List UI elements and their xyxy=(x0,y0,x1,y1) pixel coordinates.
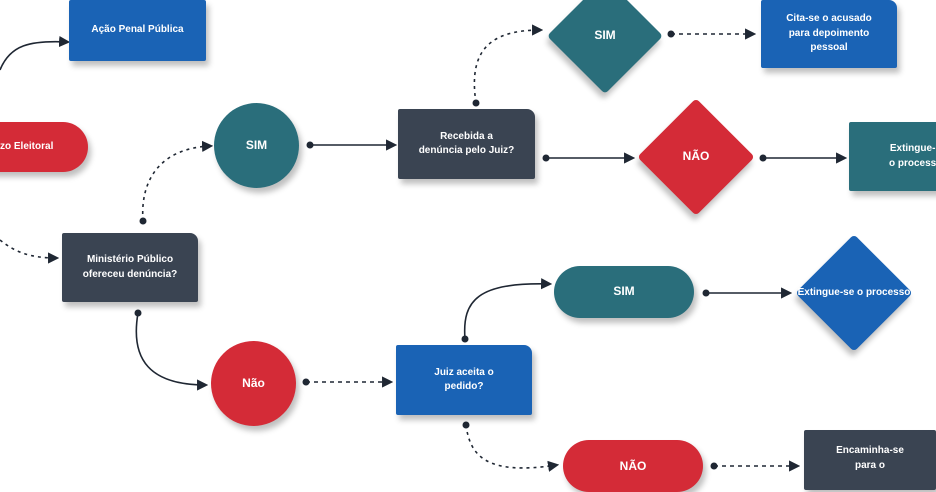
node-nao-1: Não xyxy=(211,341,296,426)
link-juiz-aceita-to-nao3 xyxy=(465,424,560,472)
node-nao-3: NÃO xyxy=(563,440,703,492)
link-top-left-to-acao xyxy=(0,35,71,71)
node-cita-se-acusado: Cita-se o acusado para depoimento pessoa… xyxy=(761,0,897,68)
node-juizo-eleitoral: zo Eleitoral xyxy=(0,122,88,172)
link-ministerio-to-sim1 xyxy=(141,140,214,222)
link-juiz-aceita-to-sim3 xyxy=(463,278,553,340)
link-recebida-to-sim2 xyxy=(473,24,544,104)
connector-layer xyxy=(0,24,848,472)
node-sim-2: SIM xyxy=(547,0,663,94)
node-recebida-denuncia: Recebida a denúncia pelo Juiz? xyxy=(398,109,535,179)
node-acao-penal-publica: Ação Penal Pública xyxy=(69,0,206,61)
node-juiz-aceita-pedido: Juiz aceita o pedido? xyxy=(396,345,532,415)
node-encaminha-se: Encaminha-se para o xyxy=(804,430,936,490)
link-left-to-ministerio xyxy=(0,239,60,264)
node-sim-3: SIM xyxy=(554,266,694,318)
node-nao-2: NÃO xyxy=(637,98,755,216)
link-ministerio-to-nao1 xyxy=(135,312,209,391)
node-sim-1: SIM xyxy=(214,103,299,188)
node-ministerio-publico: Ministério Público ofereceu denúncia? xyxy=(62,233,198,302)
node-extingue-processo-2: Extingue-se o processo xyxy=(795,234,913,352)
node-extingue-processo-1: Extingue- o process xyxy=(849,122,936,191)
